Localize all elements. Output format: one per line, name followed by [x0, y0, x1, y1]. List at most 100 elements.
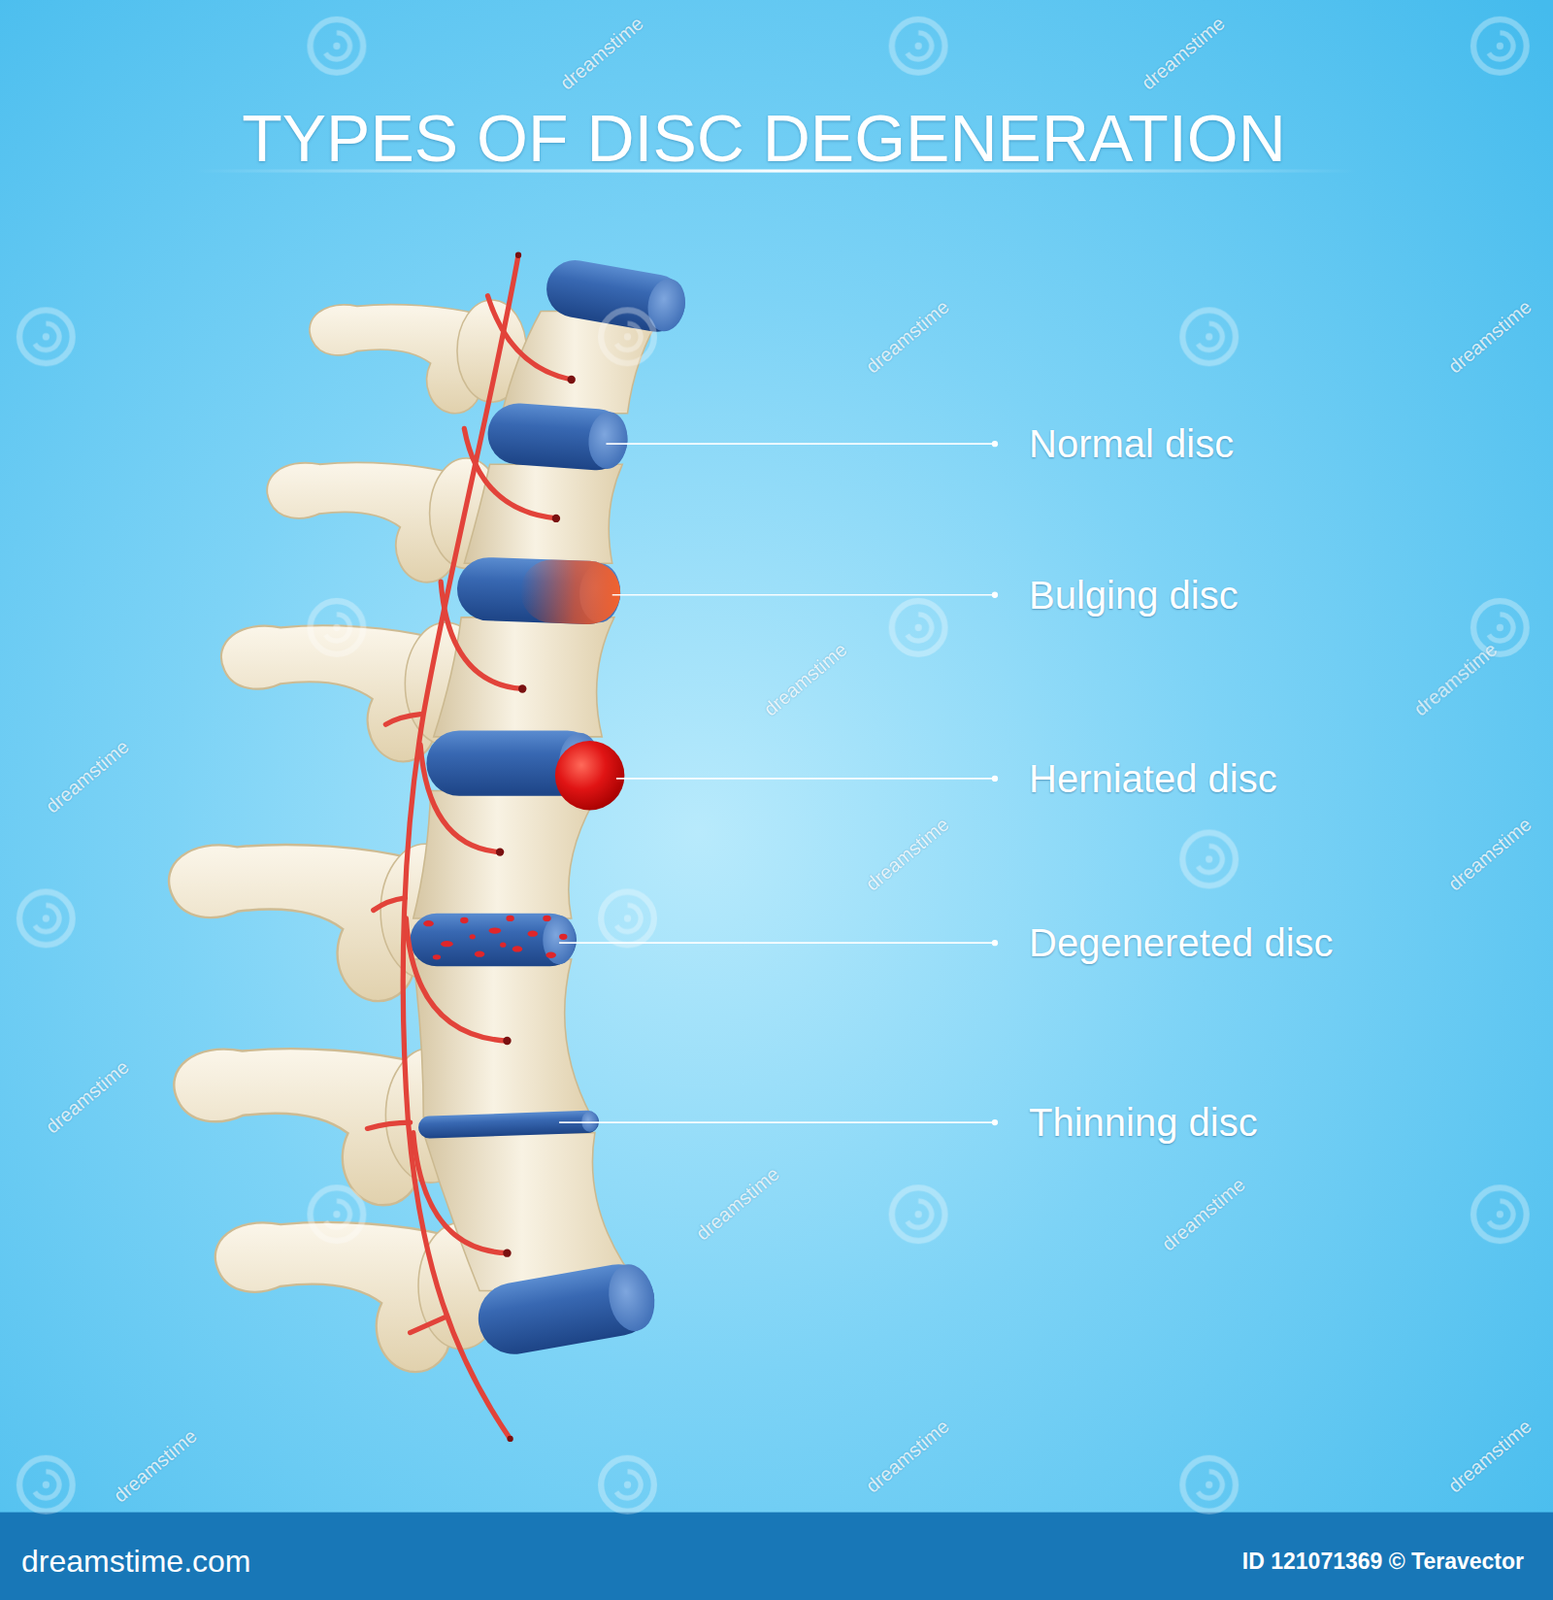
watermark-spiral: [600, 1457, 655, 1512]
artery: [366, 255, 571, 1439]
spinous-process: [266, 462, 455, 582]
artery: [410, 1316, 448, 1333]
bulging-disc: [456, 556, 622, 626]
herniated-disc: [426, 730, 625, 811]
normal-disc: [541, 255, 690, 336]
callout-label: Bulging disc: [1028, 572, 1239, 618]
leader-dot: [991, 939, 998, 946]
degenerated-disc: [432, 954, 441, 959]
vertebral-body: [413, 311, 664, 1291]
callout-label: Normal disc: [1028, 421, 1234, 466]
watermark-spiral: [19, 19, 1527, 1512]
spinous-process: [168, 844, 414, 1001]
degenerated-disc: [545, 952, 557, 959]
spinous-process: [309, 304, 480, 414]
degenerated-disc: [469, 933, 476, 939]
leader-dot: [991, 1119, 998, 1125]
artery-end: [495, 847, 504, 856]
spinous-process: [221, 625, 434, 761]
footer-credit: ID 121071369 © Teravector: [1242, 1548, 1524, 1574]
normal-disc: [472, 1257, 661, 1359]
watermark-spiral: [892, 19, 946, 73]
watermark-spiral: [1182, 310, 1236, 364]
degenerated-disc: [512, 945, 524, 952]
artery-end: [518, 684, 527, 693]
callout-label: Thinning disc: [1028, 1099, 1258, 1145]
normal-disc: [472, 1257, 661, 1359]
watermark-spiral: [19, 1457, 73, 1512]
spinous-process: [173, 1048, 419, 1205]
normal-disc: [603, 1259, 661, 1334]
callout-label: Degenereted disc: [1028, 920, 1334, 965]
thinning-disc: [418, 1109, 600, 1139]
degenerated-disc: [542, 915, 576, 964]
degenerated-disc: [527, 930, 538, 937]
artery: [402, 255, 519, 1439]
watermark-spiral: [892, 600, 946, 655]
watermark-spiral: [1473, 19, 1527, 73]
diagram-title: TYPES OF DISC DEGENERATION: [0, 99, 1528, 176]
watermark-spiral: [600, 892, 655, 946]
watermark-spiral: [1182, 1457, 1236, 1512]
leader-dot: [991, 440, 998, 447]
leader-dot: [991, 775, 998, 782]
spinous-process: [215, 1222, 450, 1372]
watermark-spiral: [1473, 1187, 1527, 1241]
artery-end: [552, 514, 561, 523]
degenerated-disc: [474, 951, 486, 958]
leader-line: [559, 443, 995, 1123]
watermark-spiral: [892, 1187, 946, 1241]
artery: [366, 1122, 410, 1128]
watermark-spiral: [19, 892, 73, 946]
watermark-spiral: [310, 600, 364, 655]
watermark-spiral: [600, 310, 655, 364]
artery: [487, 296, 571, 380]
artery-end: [566, 375, 575, 384]
degenerated-disc: [489, 926, 502, 933]
leader-line: [616, 777, 995, 780]
degenerated-disc: [410, 913, 577, 967]
vertebral-body: [433, 617, 615, 737]
callout-label: Herniated disc: [1028, 756, 1278, 801]
leader-line: [612, 594, 995, 596]
degenerated-disc: [542, 915, 551, 922]
degenerated-disc: [460, 917, 468, 924]
artery: [385, 714, 421, 726]
bulging-disc: [456, 556, 622, 626]
bulging-disc: [519, 558, 622, 626]
artery: [463, 428, 557, 518]
degenerated-disc: [559, 933, 567, 940]
degenerated-disc: [505, 915, 514, 922]
watermark-spiral: [310, 1187, 364, 1241]
watermark-spiral: [1182, 832, 1236, 887]
artery-end: [502, 1248, 511, 1256]
leader-line: [559, 941, 995, 944]
artery: [373, 897, 406, 911]
leader-dot: [991, 592, 998, 598]
leader-dot: [991, 440, 998, 1125]
degenerated-disc: [410, 913, 577, 967]
normal-disc: [485, 400, 629, 472]
degenerated-disc: [440, 940, 454, 947]
artery: [420, 744, 500, 852]
degenerated-disc: [499, 942, 506, 948]
degenerated-disc: [423, 920, 434, 926]
normal-disc: [485, 400, 629, 472]
artery-end: [506, 1435, 513, 1442]
vertebral-body: [463, 463, 623, 563]
watermark-spiral: [19, 310, 73, 364]
normal-disc: [586, 410, 629, 470]
artery: [440, 581, 523, 689]
degenerated-disc: [423, 915, 567, 960]
normal-disc: [541, 255, 690, 336]
artery-end: [515, 252, 522, 259]
normal-disc: [472, 255, 690, 1359]
artery: [413, 1132, 508, 1254]
vertebral-body: [413, 791, 600, 919]
watermark-spiral: [310, 19, 364, 73]
leader-line: [559, 1121, 995, 1124]
herniated-disc: [555, 740, 625, 810]
